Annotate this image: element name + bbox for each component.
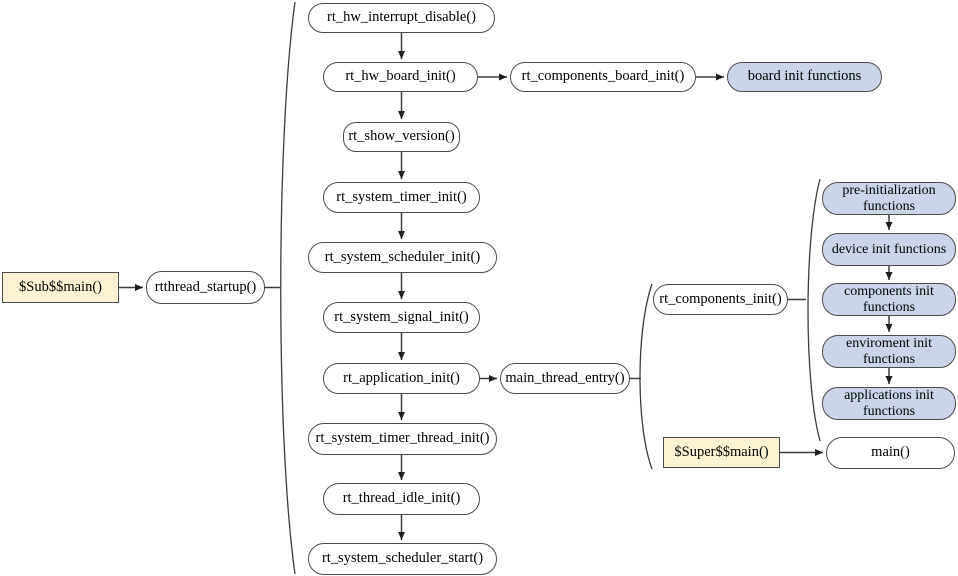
brace-startup-group bbox=[280, 1, 296, 575]
node-pre-initialization-functions: pre-initialization functions bbox=[822, 182, 956, 215]
node-rt-components-init: rt_components_init() bbox=[653, 284, 788, 315]
node-main-thread-entry: main_thread_entry() bbox=[500, 363, 630, 394]
node-rt-system-signal-init: rt_system_signal_init() bbox=[323, 302, 480, 333]
node-main: main() bbox=[826, 437, 955, 469]
node-device-init-functions: device init functions bbox=[822, 233, 956, 266]
node-rt-system-timer-thread-init: rt_system_timer_thread_init() bbox=[308, 423, 497, 455]
node-components-init-functions: components init functions bbox=[822, 283, 956, 316]
node-rt-system-scheduler-start: rt_system_scheduler_start() bbox=[308, 543, 497, 575]
node-rt-components-board-init: rt_components_board_init() bbox=[510, 62, 696, 92]
node-enviroment-init-functions: enviroment init functions bbox=[822, 335, 956, 368]
node-rt-application-init: rt_application_init() bbox=[323, 363, 480, 394]
node-sub-main: $Sub$$main() bbox=[2, 272, 119, 303]
node-rt-hw-interrupt-disable: rt_hw_interrupt_disable() bbox=[308, 3, 495, 33]
node-rt-show-version: rt_show_version() bbox=[343, 122, 460, 152]
node-rt-hw-board-init: rt_hw_board_init() bbox=[323, 62, 478, 92]
node-board-init-functions: board init functions bbox=[727, 62, 882, 92]
node-super-main: $Super$$main() bbox=[663, 437, 780, 468]
node-applications-init-functions: applications init functions bbox=[822, 387, 956, 420]
brace-compinit-group bbox=[807, 178, 821, 442]
brace-mainentry-group bbox=[639, 283, 653, 470]
node-rt-thread-idle-init: rt_thread_idle_init() bbox=[323, 483, 480, 515]
node-rt-system-scheduler-init: rt_system_scheduler_init() bbox=[308, 242, 497, 273]
node-rtthread-startup: rtthread_startup() bbox=[146, 271, 265, 304]
node-rt-system-timer-init: rt_system_timer_init() bbox=[323, 182, 480, 213]
